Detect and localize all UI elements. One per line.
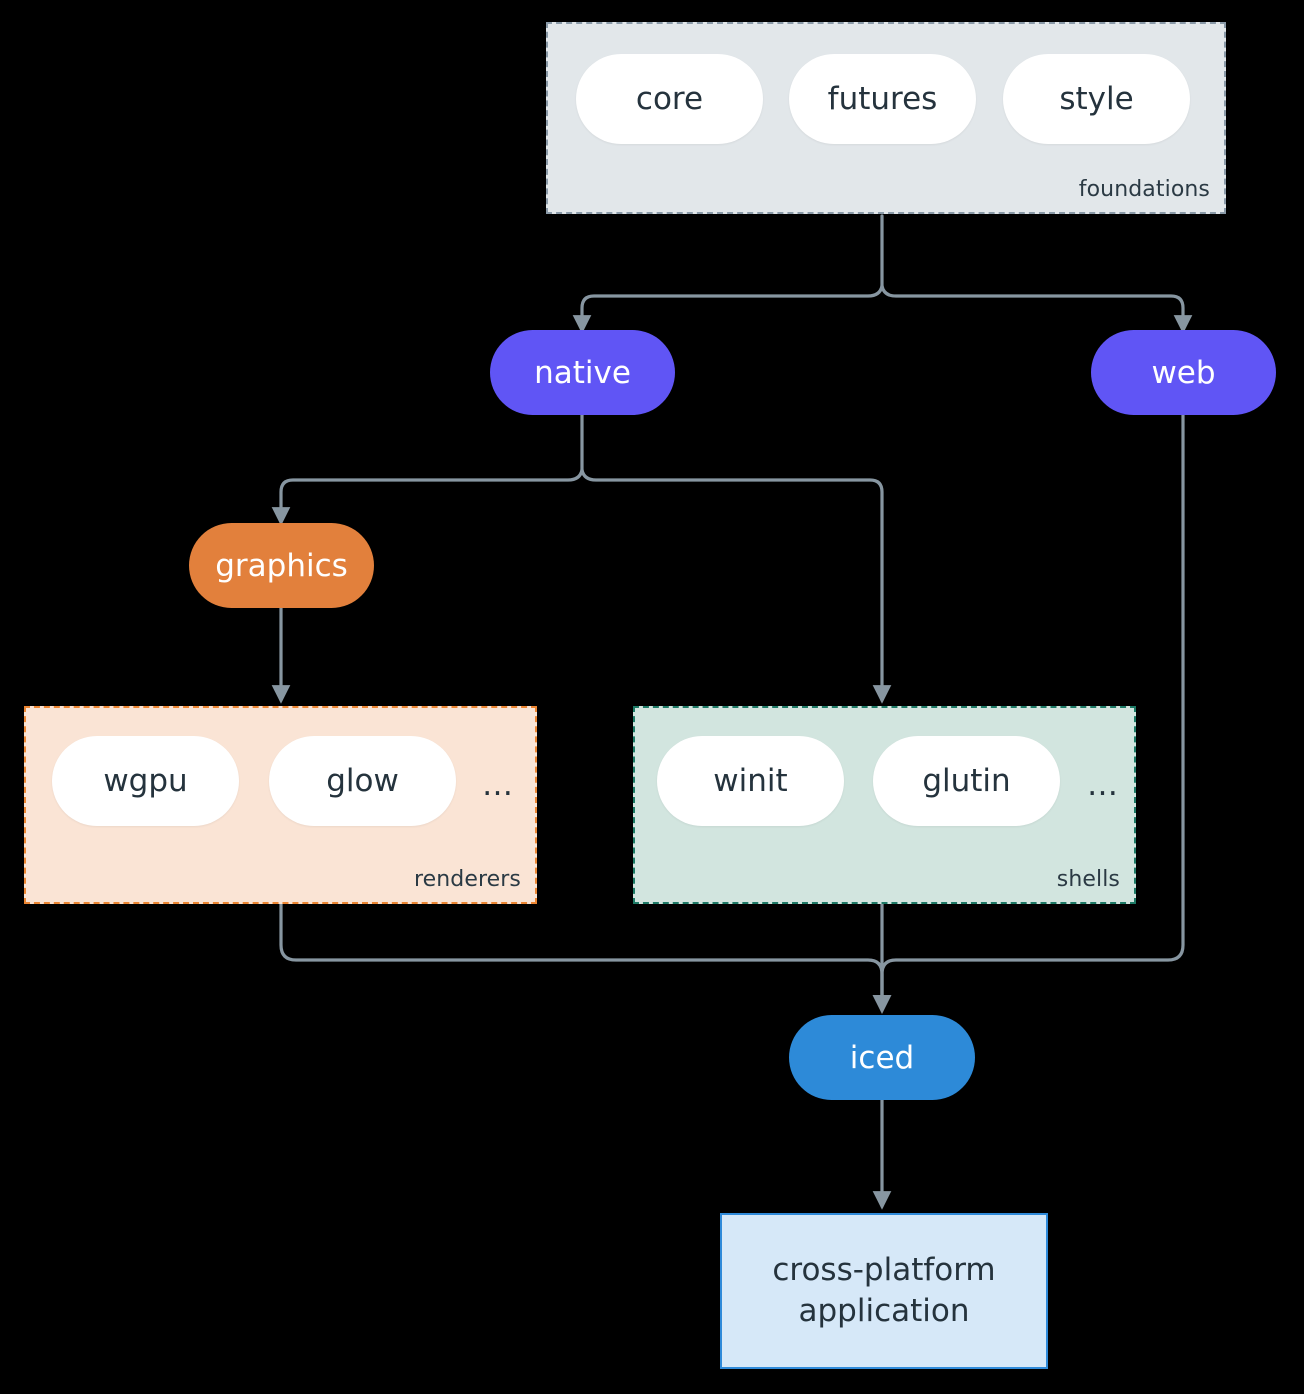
cluster-renderers-label: renderers <box>413 867 521 892</box>
node-web[interactable]: web <box>1091 330 1276 415</box>
cluster-foundations[interactable]: core futures style foundations <box>546 22 1226 214</box>
node-web-label: web <box>1151 354 1216 391</box>
node-native[interactable]: native <box>490 330 675 415</box>
node-glow-label: glow <box>326 763 399 799</box>
node-renderers-more: … <box>482 767 514 803</box>
node-winit-label: winit <box>713 763 788 799</box>
edge-foundations-web <box>880 284 1193 334</box>
edge-foundations-native <box>572 284 884 334</box>
node-futures[interactable]: futures <box>789 54 976 144</box>
node-futures-label: futures <box>827 81 938 117</box>
node-application-label-line2: application <box>798 1293 970 1329</box>
node-core[interactable]: core <box>576 54 763 144</box>
node-graphics-label: graphics <box>215 547 348 584</box>
cluster-renderers[interactable]: wgpu glow … renderers <box>24 706 537 904</box>
node-iced[interactable]: iced <box>789 1015 975 1100</box>
cluster-shells[interactable]: winit glutin … shells <box>633 706 1136 904</box>
node-glutin-label: glutin <box>922 763 1011 799</box>
node-application-label-line1: cross-platform <box>772 1252 996 1289</box>
node-wgpu-label: wgpu <box>103 763 188 799</box>
cluster-shells-label: shells <box>1056 867 1120 892</box>
node-glow[interactable]: glow <box>269 736 456 826</box>
node-shells-more: … <box>1087 767 1119 803</box>
node-iced-label: iced <box>849 1039 915 1076</box>
node-style-label: style <box>1059 81 1134 117</box>
node-core-label: core <box>635 81 704 117</box>
node-application[interactable]: cross-platform application <box>720 1213 1048 1369</box>
node-wgpu[interactable]: wgpu <box>52 736 239 826</box>
edge-native-graphics <box>271 468 584 526</box>
node-glutin[interactable]: glutin <box>873 736 1060 826</box>
edge-renderers-iced <box>279 902 892 1014</box>
edge-native-shells <box>580 468 892 704</box>
node-style[interactable]: style <box>1003 54 1190 144</box>
node-native-label: native <box>534 354 631 391</box>
node-graphics[interactable]: graphics <box>189 523 374 608</box>
cluster-foundations-label: foundations <box>1078 177 1210 202</box>
node-winit[interactable]: winit <box>657 736 844 826</box>
